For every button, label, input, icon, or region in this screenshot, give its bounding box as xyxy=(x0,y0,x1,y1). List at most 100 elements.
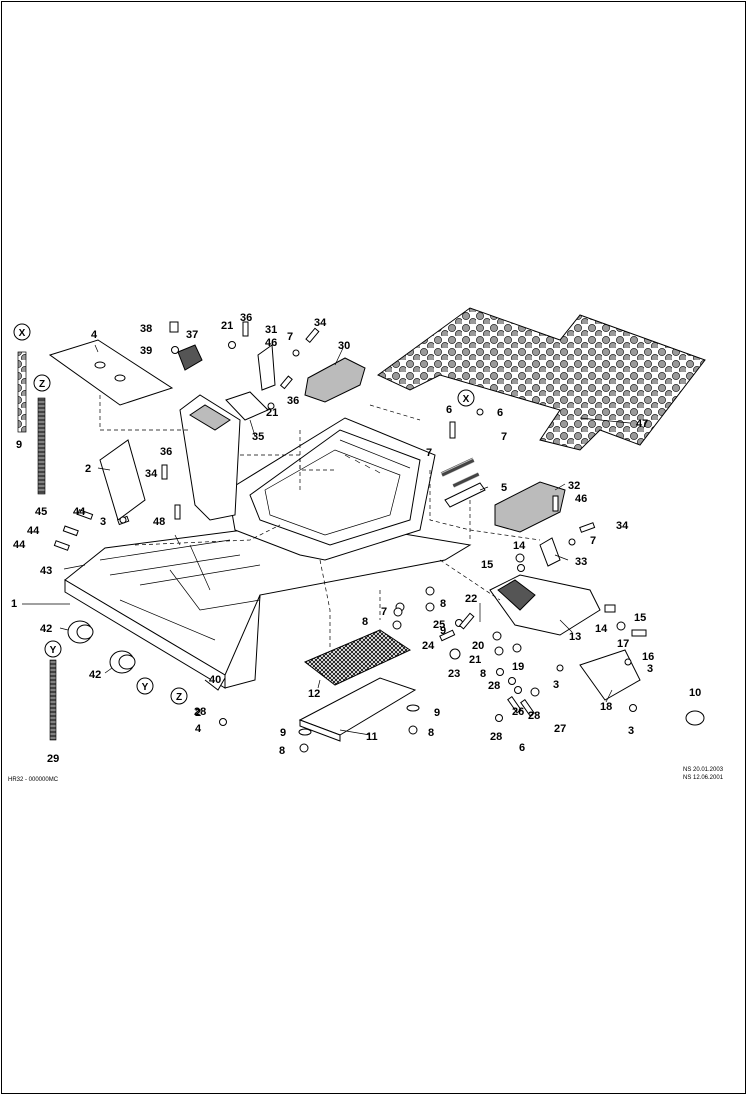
armrest xyxy=(494,481,566,533)
box-cover xyxy=(579,649,641,701)
callout: 28 xyxy=(488,680,500,692)
callout: 46 xyxy=(265,337,277,349)
callout: 15 xyxy=(634,612,646,624)
callout: 44 xyxy=(73,506,86,518)
connector-marker-x-left: X xyxy=(13,323,31,341)
callout: 28 xyxy=(528,710,540,722)
connector-marker-y-mid: Y xyxy=(136,677,154,695)
svg-text:X: X xyxy=(463,394,470,405)
armrest-bracket xyxy=(539,537,561,567)
callout: 1 xyxy=(11,598,17,610)
callout: 21 xyxy=(469,654,481,666)
fastener-group xyxy=(53,321,647,753)
callout: 8 xyxy=(279,745,285,757)
connector-marker-y-left: Y xyxy=(44,640,62,658)
callout: 7 xyxy=(426,447,432,459)
callout: 20 xyxy=(472,640,484,652)
callout: 3 xyxy=(100,516,106,528)
console-column xyxy=(179,394,241,521)
callout: 16 xyxy=(642,651,654,663)
callout: 14 xyxy=(513,540,526,552)
callout: 2 xyxy=(85,463,91,475)
callout: 21 xyxy=(266,407,278,419)
callout: 23 xyxy=(448,668,460,680)
callout: 12 xyxy=(308,688,320,700)
callout: 34 xyxy=(616,520,629,532)
callout: 8 xyxy=(440,598,446,610)
callout: 9 xyxy=(440,625,446,637)
callout: 34 xyxy=(145,468,158,480)
callout: 47 xyxy=(636,418,648,430)
callout: 36 xyxy=(287,395,299,407)
callout: 15 xyxy=(481,559,493,571)
callout: 42 xyxy=(89,669,101,681)
perforated-step-plate xyxy=(377,307,706,451)
control-box xyxy=(489,574,601,636)
armrest-cushion xyxy=(304,357,366,403)
callout: 29 xyxy=(47,753,59,765)
spring-rod xyxy=(49,659,57,741)
callout: 30 xyxy=(338,340,350,352)
callout: 27 xyxy=(554,723,566,735)
callout: 36 xyxy=(160,446,172,458)
callout: 34 xyxy=(314,317,327,329)
mesh-grille xyxy=(304,629,412,686)
callout: 32 xyxy=(568,480,580,492)
callout: 6 xyxy=(519,742,525,754)
callout: 45 xyxy=(35,506,47,518)
callout: 22 xyxy=(465,593,477,605)
callout: 11 xyxy=(366,731,378,743)
callout: 9 xyxy=(434,707,440,719)
side-plate xyxy=(99,439,146,521)
callout: 6 xyxy=(497,407,503,419)
callout: 13 xyxy=(569,631,581,643)
callout: 9 xyxy=(16,439,22,451)
callout: 35 xyxy=(252,431,264,443)
callout: 18 xyxy=(600,701,612,713)
svg-text:Z: Z xyxy=(39,379,45,390)
revision-note: NS 20.01.2003 xyxy=(683,767,724,773)
callout: 2 xyxy=(195,707,201,719)
callout: 4 xyxy=(91,329,98,341)
drawing-code: HR32 - 000000MC xyxy=(8,777,59,783)
callout: 19 xyxy=(512,661,524,673)
cover-sheet xyxy=(48,339,174,406)
callout: 7 xyxy=(501,431,507,443)
rubber-strip xyxy=(17,351,27,433)
svg-text:Y: Y xyxy=(142,682,149,693)
callout: 10 xyxy=(689,687,701,699)
callout: 26 xyxy=(512,706,524,718)
connector-marker-z-mid: Z xyxy=(170,687,188,705)
callout: 25 xyxy=(433,619,445,631)
hinge-bracket xyxy=(257,344,276,391)
callout: 44 xyxy=(27,525,40,537)
callout: 8 xyxy=(362,616,368,628)
callout: 33 xyxy=(575,556,587,568)
hose-clamp xyxy=(685,710,705,726)
callout: 6 xyxy=(446,404,452,416)
callout: 14 xyxy=(595,623,608,635)
callout: 3 xyxy=(647,663,653,675)
callout: 36 xyxy=(240,312,252,324)
callout: 39 xyxy=(140,345,152,357)
callout: 42 xyxy=(40,623,52,635)
spring xyxy=(440,457,475,477)
svg-text:Y: Y xyxy=(50,645,57,656)
callout: 8 xyxy=(428,727,434,739)
callout: 37 xyxy=(186,329,198,341)
callout: 43 xyxy=(40,565,52,577)
callout: 9 xyxy=(280,727,286,739)
callout: 3 xyxy=(553,679,559,691)
connector-marker-z-left: Z xyxy=(33,374,51,392)
callout: 17 xyxy=(617,638,629,650)
callout: 7 xyxy=(287,331,293,343)
callout: 44 xyxy=(13,539,26,551)
callout: 31 xyxy=(265,324,277,336)
svg-text:X: X xyxy=(19,328,26,339)
revision-note: NS 12.06.2001 xyxy=(683,775,724,781)
bracket xyxy=(177,344,203,371)
connector-marker-x-right: X xyxy=(457,389,475,407)
callout: 28 xyxy=(194,706,206,718)
